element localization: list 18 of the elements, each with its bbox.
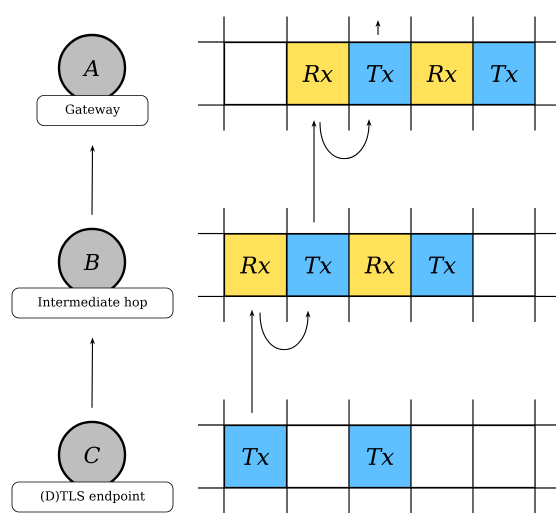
time-slot-cell: Tx <box>410 233 474 297</box>
time-slot-cell: Tx <box>224 424 288 488</box>
time-slot-cell: Rx <box>224 233 288 297</box>
label-box: Intermediate hop <box>12 288 174 318</box>
time-slot-cell <box>224 42 288 106</box>
time-slot-cell <box>410 424 474 488</box>
time-slot-cell: Tx <box>348 42 412 106</box>
label-box: Gateway <box>36 95 148 126</box>
time-slot-cell <box>472 424 536 488</box>
time-slot-cell: Rx <box>410 42 474 106</box>
time-slot-cell: Rx <box>286 42 350 106</box>
time-slot-cell: Rx <box>348 233 412 297</box>
time-slot-cell: Tx <box>286 233 350 297</box>
time-slot-cell: Tx <box>472 42 536 106</box>
time-slot-cell <box>472 233 536 297</box>
time-slot-cell <box>286 424 350 488</box>
label-box: (D)TLS endpoint <box>12 482 174 512</box>
time-slot-cell: Tx <box>348 424 412 488</box>
